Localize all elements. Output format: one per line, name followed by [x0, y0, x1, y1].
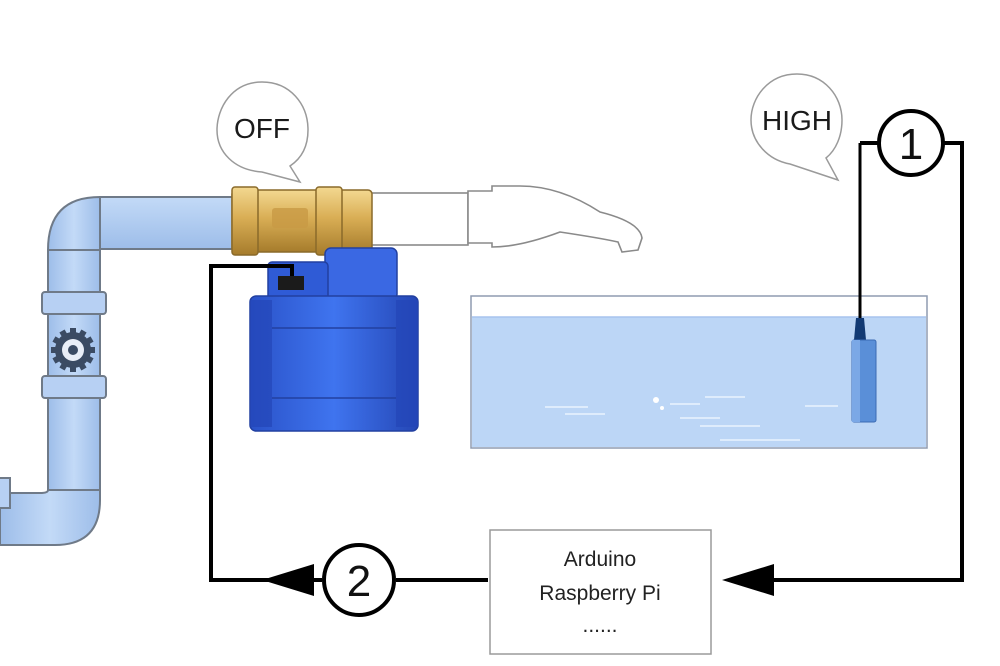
- arrow-to-valve: [262, 564, 314, 596]
- level-state-bubble: HIGH: [750, 73, 843, 182]
- valve-state-label: OFF: [234, 113, 290, 144]
- controller-box: Arduino Raspberry Pi ......: [489, 529, 712, 655]
- level-sensor: [851, 143, 877, 423]
- controller-line-3: ......: [582, 614, 617, 637]
- valve-state-bubble: OFF: [216, 81, 309, 184]
- step-2-label: 2: [347, 557, 371, 606]
- step-1-label: 1: [899, 120, 923, 169]
- step-2-badge: 2: [322, 543, 396, 617]
- level-state-label: HIGH: [762, 105, 832, 136]
- outlet-pipe: [367, 185, 643, 253]
- arrow-to-controller: [722, 564, 774, 596]
- controller-line-1: Arduino: [564, 548, 636, 571]
- step-1-badge: 1: [877, 109, 945, 177]
- brass-ball-valve: [231, 186, 373, 256]
- motor-actuator: [249, 247, 419, 432]
- water-tank: [470, 295, 928, 449]
- gear-icon: [51, 328, 95, 372]
- controller-line-2: Raspberry Pi: [539, 582, 660, 605]
- supply-pipe: [0, 195, 236, 546]
- signal-wires: [209, 141, 964, 582]
